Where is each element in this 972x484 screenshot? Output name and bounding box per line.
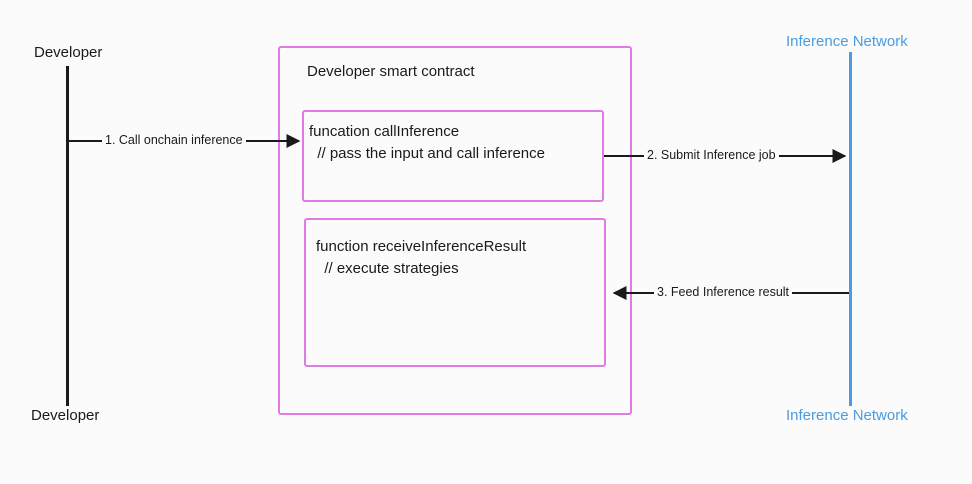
developer-smart-contract-box — [278, 46, 632, 415]
message-2-label: 2. Submit Inference job — [644, 148, 779, 162]
contract-title: Developer smart contract — [307, 63, 475, 80]
call-inference-box — [302, 110, 604, 202]
developer-label-top: Developer — [34, 44, 103, 61]
call-inference-signature: funcation callInference — [309, 123, 460, 140]
inference-network-label-bottom: Inference Network — [786, 407, 908, 424]
developer-label-bottom: Developer — [31, 407, 100, 424]
inference-network-lifeline — [849, 52, 852, 406]
receive-inference-comment: // execute strategies — [316, 260, 459, 277]
inference-network-label-top: Inference Network — [786, 33, 908, 50]
developer-lifeline — [66, 66, 69, 406]
message-3-label: 3. Feed Inference result — [654, 285, 793, 299]
call-inference-comment: // pass the input and call inference — [309, 145, 545, 162]
message-1-label: 1. Call onchain inference — [102, 133, 246, 147]
receive-inference-result-box — [304, 218, 606, 367]
receive-inference-signature: function receiveInferenceResult — [316, 238, 527, 255]
